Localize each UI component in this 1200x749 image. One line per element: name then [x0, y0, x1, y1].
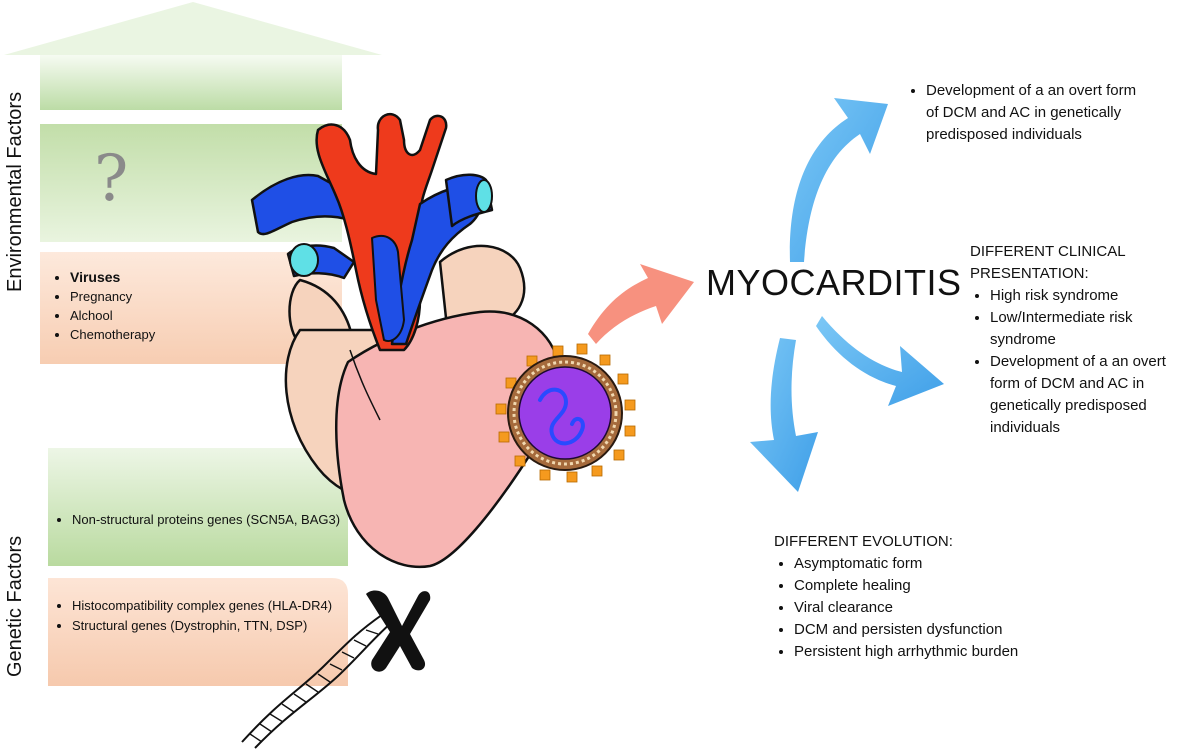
- virus-icon: [495, 343, 636, 483]
- virus-to-myocarditis-arrow: [588, 264, 694, 344]
- list-item: Alchool: [70, 306, 155, 325]
- list-item: Non-structural proteins genes (SCN5A, BA…: [72, 510, 350, 530]
- chromosome-icon: [366, 590, 431, 672]
- structural-genes-list: Histocompatibility complex genes (HLA-DR…: [50, 596, 350, 636]
- list-item: Development of a an overt form of DCM an…: [990, 351, 1190, 439]
- list-item: Development of a an overt form of DCM an…: [926, 80, 1146, 146]
- list-item: DCM and persisten dysfunction: [794, 619, 1094, 641]
- list-item: Chemotherapy: [70, 325, 155, 344]
- list-item: High risk syndrome: [990, 285, 1190, 307]
- arrow-shaft: [40, 55, 342, 110]
- genetic-factors-label: Genetic Factors: [4, 535, 26, 677]
- arrow-head: [4, 2, 382, 55]
- outcome-top: Development of a an overt form of DCM an…: [906, 80, 1146, 146]
- list-item: Histocompatibility complex genes (HLA-DR…: [72, 596, 350, 616]
- list-item: Persistent high arrhythmic burden: [794, 641, 1094, 663]
- arrow-down-right: [816, 316, 944, 406]
- environmental-factors-label: Environmental Factors: [4, 91, 26, 292]
- virus-core: [518, 366, 612, 460]
- arrow-down: [750, 338, 818, 492]
- genetic-panel-2: [48, 578, 348, 686]
- environmental-factors-list: Viruses Pregnancy Alchool Chemotherapy: [48, 268, 155, 344]
- ventricles: [335, 310, 563, 569]
- list-item: Structural genes (Dystrophin, TTN, DSP): [72, 616, 350, 636]
- genetic-panel-1: [48, 448, 348, 566]
- dna-helix-icon: [241, 611, 393, 749]
- evolution-heading: DIFFERENT EVOLUTION:: [774, 533, 953, 550]
- list-item: Complete healing: [794, 575, 1094, 597]
- heart-illustration: [250, 112, 563, 569]
- heart-line: [349, 349, 381, 421]
- myocarditis-title: MYOCARDITIS: [706, 262, 962, 303]
- clinical-heading: DIFFERENT CLINICAL PRESENTATION:: [970, 243, 1126, 282]
- list-item: Low/Intermediate risk syndrome: [990, 307, 1190, 351]
- list-item: Asymptomatic form: [794, 553, 1094, 575]
- clinical-presentation: DIFFERENT CLINICAL PRESENTATION: High ri…: [970, 241, 1190, 439]
- unknown-factor-symbol: ?: [94, 142, 129, 216]
- non-structural-genes-list: Non-structural proteins genes (SCN5A, BA…: [50, 510, 350, 530]
- list-item: Pregnancy: [70, 287, 155, 306]
- vein-opening: [289, 243, 319, 277]
- artery-opening: [475, 179, 493, 213]
- list-item: Viruses: [70, 268, 155, 287]
- list-item: Viral clearance: [794, 597, 1094, 619]
- environmental-arrow: [4, 2, 382, 110]
- arrow-up-right: [789, 98, 888, 262]
- viral-rna: [538, 387, 585, 446]
- different-evolution: DIFFERENT EVOLUTION: Asymptomatic form C…: [774, 531, 1094, 663]
- inner-vein: [371, 234, 405, 342]
